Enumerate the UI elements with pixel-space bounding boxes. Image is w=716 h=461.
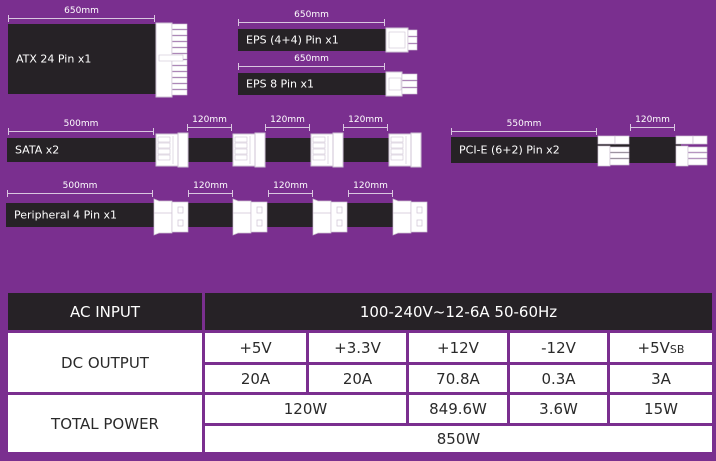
pcie-cable: PCI-E (6+2) Pin x2 xyxy=(451,137,681,163)
rail-neg12v: -12V xyxy=(507,330,610,365)
eps44-length-dimension: 650mm xyxy=(238,10,385,26)
pcie-segment-1-dimension: 120mm xyxy=(630,115,675,131)
sata-connector-icon xyxy=(232,132,266,168)
power-5vsb: 15W xyxy=(606,392,716,426)
current-3v3: 20A xyxy=(306,362,409,395)
eps8-connector-icon xyxy=(385,71,419,97)
eps44-connector-icon xyxy=(385,27,419,53)
sata-cable-label: SATA x2 xyxy=(15,143,60,157)
peripheral-length-label: 500mm xyxy=(61,181,99,191)
eps8-cable: EPS 8 Pin x1 xyxy=(238,73,386,95)
sata-connector-icon xyxy=(310,132,344,168)
sata-connector-icon xyxy=(388,132,422,168)
power-neg12v: 3.6W xyxy=(507,392,610,426)
sata-segment-3-label: 120mm xyxy=(347,115,384,125)
power-5v-3v3-combined: 120W xyxy=(202,392,409,426)
ac-input-value: 100-240V~12-6A 50-60Hz xyxy=(201,290,716,333)
peripheral-length-dimension: 500mm xyxy=(7,181,153,197)
peripheral-cable-label: Peripheral 4 Pin x1 xyxy=(14,208,118,222)
pcie-connector-icon xyxy=(675,135,709,167)
rail-3v3: +3.3V xyxy=(306,330,409,365)
total-power-rails-row: TOTAL POWER 120W 849.6W 3.6W 15W xyxy=(5,392,716,455)
sata-length-dimension: 500mm xyxy=(8,119,154,135)
power-total: 850W xyxy=(201,423,716,455)
molex-connector-icon xyxy=(153,198,189,236)
rail-5v: +5V xyxy=(202,330,309,365)
molex-connector-icon xyxy=(392,198,428,236)
atx-length-label: 650mm xyxy=(63,6,100,16)
sata-connector-icon xyxy=(155,132,189,168)
atx-cable-label: ATX 24 Pin x1 xyxy=(16,52,92,66)
peripheral-segment-2-label: 120mm xyxy=(272,181,309,191)
peripheral-segment-3-label: 120mm xyxy=(352,181,389,191)
dc-output-currents-row: 20A 20A 70.8A 0.3A 3A xyxy=(7,362,716,395)
pcie-connector-icon xyxy=(597,135,631,167)
current-5v: 20A xyxy=(202,362,309,395)
rail-5vsb-main: +5V xyxy=(637,338,670,357)
eps8-length-dimension: 650mm xyxy=(238,54,385,70)
molex-connector-icon xyxy=(312,198,348,236)
peripheral-segment-3-dimension: 120mm xyxy=(348,181,393,197)
peripheral-segment-1-dimension: 120mm xyxy=(188,181,233,197)
pcie-length-dimension: 550mm xyxy=(451,119,597,135)
pcie-segment-1-label: 120mm xyxy=(634,115,671,125)
eps8-cable-label: EPS 8 Pin x1 xyxy=(246,77,314,91)
rail-5vsb-suffix: SB xyxy=(669,342,685,356)
atx-24pin-connector-icon xyxy=(155,22,189,98)
rail-12v: +12V xyxy=(406,330,510,365)
sata-segment-1-label: 120mm xyxy=(191,115,228,125)
eps44-length-label: 650mm xyxy=(293,10,330,20)
pcie-cable-label: PCI-E (6+2) Pin x2 xyxy=(459,143,560,157)
eps44-cable-label: EPS (4+4) Pin x1 xyxy=(246,33,339,47)
power-12v: 849.6W xyxy=(406,392,510,426)
eps44-cable: EPS (4+4) Pin x1 xyxy=(238,29,386,51)
ac-input-row: AC INPUT 100-240V~12-6A 50-60Hz xyxy=(5,290,716,333)
sata-segment-3-dimension: 120mm xyxy=(343,115,388,131)
total-power-label: TOTAL POWER xyxy=(5,392,205,455)
eps8-length-label: 650mm xyxy=(293,54,330,64)
ac-input-label: AC INPUT xyxy=(5,290,205,333)
current-neg12v: 0.3A xyxy=(507,362,610,395)
atx-length-dimension: 650mm xyxy=(8,6,155,22)
molex-connector-icon xyxy=(232,198,268,236)
sata-segment-2-dimension: 120mm xyxy=(265,115,310,131)
rail-5vsb: +5VSB xyxy=(606,330,716,365)
dc-output-label: DC OUTPUT xyxy=(5,330,205,395)
sata-segment-1-dimension: 120mm xyxy=(187,115,232,131)
total-power-row: 850W xyxy=(7,423,716,455)
atx-cable: ATX 24 Pin x1 xyxy=(8,24,156,94)
power-spec-table: AC INPUT 100-240V~12-6A 50-60Hz DC OUTPU… xyxy=(5,290,716,455)
pcie-length-label: 550mm xyxy=(505,119,543,129)
sata-length-label: 500mm xyxy=(62,119,100,129)
current-5vsb: 3A xyxy=(606,362,716,395)
dc-output-rails-row: DC OUTPUT +5V +3.3V +12V -12V +5VSB xyxy=(5,330,716,395)
current-12v: 70.8A xyxy=(406,362,510,395)
sata-segment-2-label: 120mm xyxy=(269,115,306,125)
peripheral-segment-1-label: 120mm xyxy=(192,181,229,191)
peripheral-segment-2-dimension: 120mm xyxy=(268,181,313,197)
